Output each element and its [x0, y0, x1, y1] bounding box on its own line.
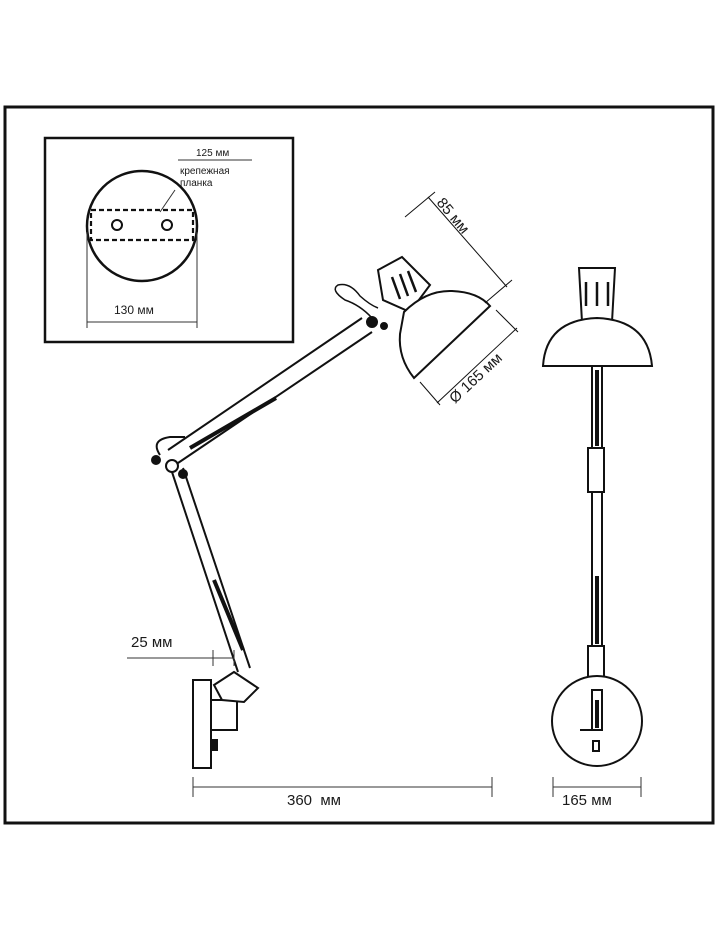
head-pivot: [366, 316, 378, 328]
shade-dim-line: [436, 327, 518, 404]
vent-3: [406, 270, 418, 293]
upper-arm-a: [167, 317, 363, 451]
bracket-joint: [212, 670, 260, 704]
lower-arm-a: [171, 471, 239, 673]
vent-1: [390, 276, 402, 300]
elbow-pivot-2: [178, 469, 188, 479]
front-shade: [541, 316, 654, 367]
front-width-label: 165 мм: [562, 792, 612, 809]
mount-hole-right: [161, 219, 173, 231]
mount-hole-left: [111, 219, 123, 231]
shade-dim-tick-a: [419, 381, 441, 406]
head-pivot-2: [380, 322, 388, 330]
inset-frame: [43, 136, 295, 344]
base-diameter-label: 130 мм: [114, 303, 154, 317]
front-elbow: [587, 447, 605, 493]
drawing-frame: [3, 105, 715, 825]
wall-offset-dim: [127, 650, 235, 666]
elbow-pivot: [165, 459, 179, 473]
plate-leader: [159, 189, 176, 213]
elbow-curve: [155, 436, 185, 456]
cable: [334, 283, 379, 319]
switch: [210, 739, 218, 751]
front-switch: [592, 740, 600, 752]
head-dim-tick-a: [404, 191, 436, 218]
shade-diameter-label: Ø 165 мм: [446, 350, 506, 407]
vent-2: [398, 273, 410, 297]
wall-base-circle: [85, 169, 199, 283]
upper-spring: [188, 396, 278, 450]
bracket-body: [210, 699, 238, 731]
lamp-front-view: [541, 267, 654, 767]
elbow-pivot-3: [151, 455, 161, 465]
inset-base-plate: 125 мм крепежная планка 130 мм: [43, 136, 295, 344]
mount-size-label: 125 мм: [196, 148, 229, 159]
front-width-dim: [552, 777, 642, 797]
lower-spring: [212, 579, 245, 651]
wall-offset-label: 25 мм: [131, 634, 172, 651]
wall-plate: [192, 679, 212, 769]
shade-dim-tick-b: [495, 309, 519, 333]
head-dim-tick-b: [484, 279, 513, 304]
lamp-side-view: [151, 191, 519, 769]
head-depth-label: 85 мм: [433, 195, 473, 238]
lower-arm-b: [182, 467, 251, 669]
mounting-plate: [89, 208, 195, 242]
shade: [398, 289, 492, 380]
reach-dim: [192, 777, 493, 797]
plate-label-1: крепежная: [180, 166, 230, 177]
plate-label-2: планка: [180, 178, 213, 189]
head-dim-line: [427, 196, 508, 288]
reach-label: 360 мм: [287, 792, 341, 809]
